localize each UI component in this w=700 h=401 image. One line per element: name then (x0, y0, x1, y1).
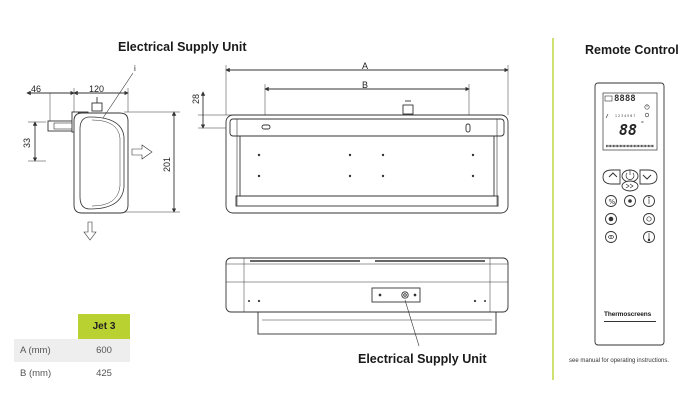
side-view (26, 72, 180, 241)
marker-i-label: i (134, 64, 136, 73)
table-cell-value: 425 (96, 368, 112, 379)
supply-unit-title-bottom: Electrical Supply Unit (358, 352, 487, 366)
table-cell-label: B (mm) (20, 368, 52, 379)
remote-brand: Thermoscreens (604, 311, 652, 318)
svg-text:1 2 3 4 5 6 7: 1 2 3 4 5 6 7 (615, 114, 635, 118)
spec-table-header: Jet 3 (14, 314, 130, 339)
brand-underline (604, 321, 656, 322)
remote-body (594, 82, 665, 346)
dim-120-label: 120 (89, 84, 105, 94)
table-cell-value: 600 (78, 339, 130, 362)
spec-table-corner (14, 314, 78, 339)
lcd-big-digits: 88 (619, 121, 638, 139)
dim-b-label: B (362, 80, 369, 90)
remote-button-glyphs: % (608, 170, 652, 242)
spec-table-model: Jet 3 (78, 314, 130, 339)
lcd-degree: ° (641, 121, 644, 128)
remote-control-title: Remote Control (585, 43, 679, 57)
dim-28-label: 28 (191, 93, 201, 104)
lcd-small-digits: 8888 (614, 94, 636, 104)
spec-table: Jet 3 A (mm) 600 B (mm) 425 (14, 314, 130, 385)
lcd-icons: 1 2 3 4 5 6 7 (604, 95, 650, 119)
dim-201-label: 201 (162, 156, 172, 172)
remote-caption: see manual for operating instructions. (569, 358, 670, 364)
dim-33-label: 33 (22, 137, 32, 148)
table-cell-label: A (mm) (14, 339, 78, 362)
table-row: A (mm) 600 (14, 339, 130, 362)
front-view (198, 65, 509, 214)
svg-text:%: % (609, 198, 616, 206)
bottom-view (225, 257, 509, 347)
dim-46-label: 46 (31, 84, 42, 94)
dim-a-label: A (362, 61, 369, 71)
table-row: B (mm) 425 (14, 362, 130, 385)
supply-unit-title-top: Electrical Supply Unit (118, 40, 247, 54)
